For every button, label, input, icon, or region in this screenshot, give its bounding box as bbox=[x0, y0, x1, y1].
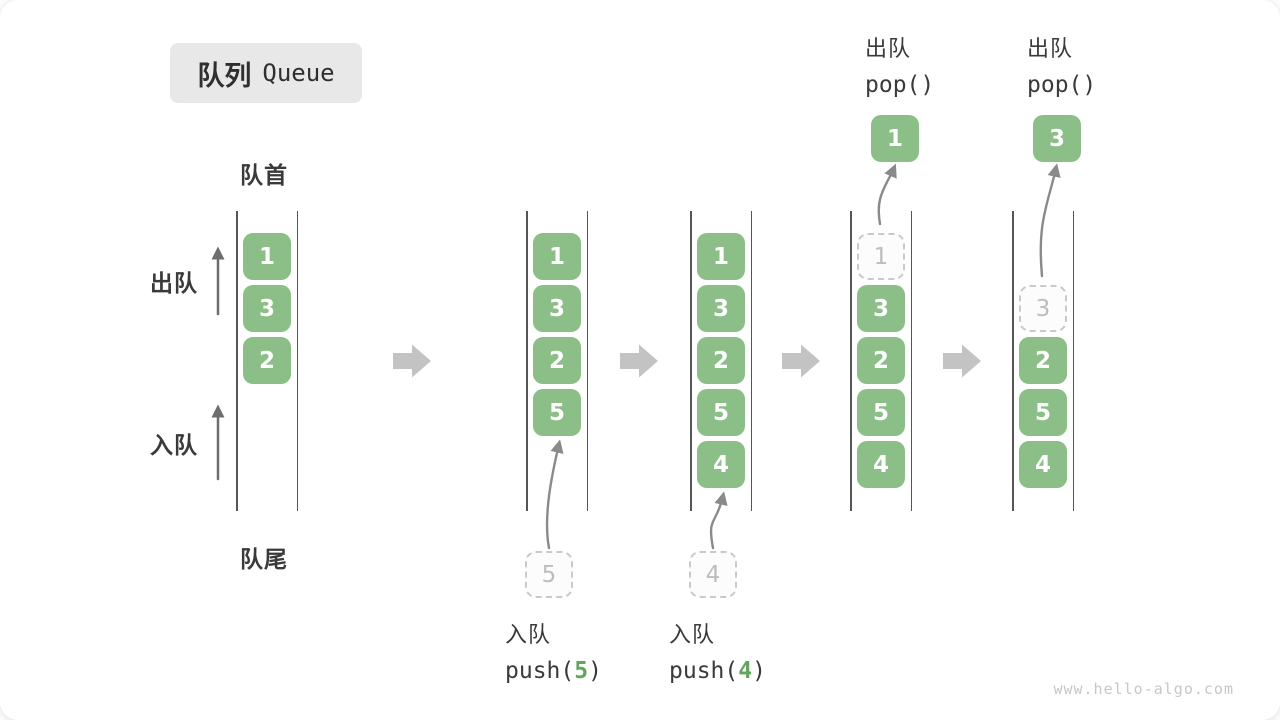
dequeue-op-code: pop() bbox=[865, 72, 935, 98]
dequeue-op-label: 出队 pop() bbox=[1027, 31, 1096, 98]
queue-cell: 5 bbox=[697, 389, 745, 436]
queue-wall-right bbox=[296, 211, 298, 511]
label-queue-rear: 队尾 bbox=[240, 546, 288, 572]
popped-cell: 3 bbox=[1033, 115, 1081, 162]
queue-wall-left bbox=[850, 211, 852, 511]
dequeue-op-label: 出队 pop() bbox=[865, 31, 934, 98]
queue-cell: 1 bbox=[697, 233, 745, 280]
queue-cell: 5 bbox=[857, 389, 905, 436]
queue-cell: 4 bbox=[857, 441, 905, 488]
queue-cell: 2 bbox=[533, 337, 581, 384]
label-queue-front: 队首 bbox=[240, 162, 288, 188]
enqueue-flow-arrow bbox=[545, 439, 564, 550]
watermark: www.hello-algo.com bbox=[1053, 680, 1234, 698]
dequeue-op-code: pop() bbox=[1027, 72, 1097, 98]
enqueue-op-code: push(4) bbox=[669, 658, 766, 684]
queue-cell: 2 bbox=[1019, 337, 1067, 384]
label-enqueue-side: 入队 bbox=[150, 432, 198, 458]
dequeue-op-name: 出队 bbox=[1027, 36, 1074, 61]
enqueue-op-arg: 4 bbox=[738, 658, 753, 684]
queue-wall-left bbox=[526, 211, 528, 511]
queue-wall-left bbox=[1012, 211, 1014, 511]
enqueue-op-label: 入队 push(4) bbox=[669, 617, 766, 684]
queue-cell: 1 bbox=[533, 233, 581, 280]
step-arrow-icon bbox=[782, 344, 820, 378]
queue-cell: 1 bbox=[243, 233, 291, 280]
enqueue-op-code: push(5) bbox=[505, 658, 602, 684]
title-zh: 队列 bbox=[197, 60, 252, 91]
queue-cell: 2 bbox=[697, 337, 745, 384]
queue-wall-right bbox=[750, 211, 752, 511]
queue-wall-left bbox=[690, 211, 692, 511]
step-arrow-icon bbox=[620, 344, 658, 378]
popped-cell: 1 bbox=[871, 115, 919, 162]
queue-cell: 5 bbox=[533, 389, 581, 436]
queue-cell: 4 bbox=[697, 441, 745, 488]
label-dequeue-side: 出队 bbox=[150, 270, 198, 296]
queue-cell-ghost: 1 bbox=[857, 233, 905, 280]
incoming-cell: 5 bbox=[525, 551, 573, 598]
step-arrow-icon bbox=[393, 344, 431, 378]
enqueue-op-arg: 5 bbox=[574, 658, 589, 684]
title-box: 队列 Queue bbox=[170, 43, 362, 103]
queue-cell: 3 bbox=[697, 285, 745, 332]
queue-cell: 3 bbox=[857, 285, 905, 332]
dequeue-op-name: 出队 bbox=[865, 36, 912, 61]
queue-wall-right bbox=[910, 211, 912, 511]
step-arrow-icon bbox=[943, 344, 981, 378]
queue-cell: 2 bbox=[243, 337, 291, 384]
enqueue-op-label: 入队 push(5) bbox=[505, 617, 602, 684]
dequeue-flow-arrow bbox=[877, 163, 897, 226]
enqueue-op-name: 入队 bbox=[505, 622, 552, 647]
queue-wall-right bbox=[1072, 211, 1074, 511]
queue-wall-left bbox=[236, 211, 238, 511]
queue-cell: 2 bbox=[857, 337, 905, 384]
queue-cell: 3 bbox=[243, 285, 291, 332]
dequeue-flow-arrow bbox=[1039, 163, 1061, 278]
enqueue-op-name: 入队 bbox=[669, 622, 716, 647]
queue-cell: 3 bbox=[533, 285, 581, 332]
queue-cell: 4 bbox=[1019, 441, 1067, 488]
queue-wall-right bbox=[586, 211, 588, 511]
queue-cell-ghost: 3 bbox=[1019, 285, 1067, 332]
incoming-cell: 4 bbox=[689, 551, 737, 598]
title-en: Queue bbox=[262, 59, 335, 87]
enqueue-flow-arrow bbox=[709, 491, 728, 550]
queue-cell: 5 bbox=[1019, 389, 1067, 436]
